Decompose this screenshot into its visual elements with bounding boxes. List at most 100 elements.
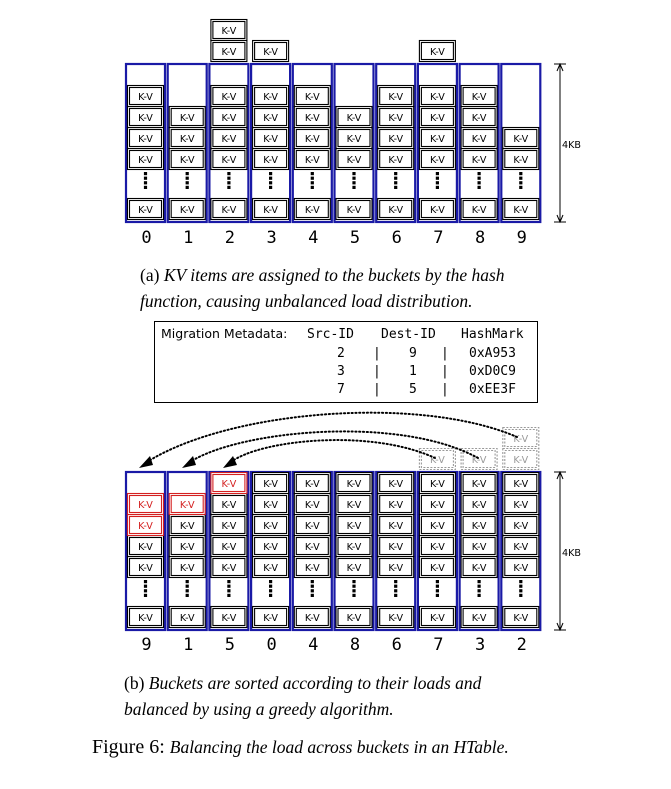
bottom-kv-item: K-V xyxy=(335,471,373,495)
bottom-kv-item: K-V xyxy=(293,534,331,558)
svg-text:K-V: K-V xyxy=(513,500,528,511)
svg-text:K-V: K-V xyxy=(222,613,237,624)
svg-text:K-V: K-V xyxy=(472,613,487,624)
svg-text:K-V: K-V xyxy=(513,521,528,532)
svg-text:K-V: K-V xyxy=(472,521,487,532)
top-size-arrow-down xyxy=(556,214,564,224)
row-1-sep1: | xyxy=(373,346,381,361)
svg-text:K-V: K-V xyxy=(180,521,195,532)
bottom-kv-item: K-V xyxy=(210,605,248,629)
svg-text:K-V: K-V xyxy=(138,205,153,216)
top-kv-item: K-V xyxy=(502,147,540,171)
top-overflow-kv-item: K-V xyxy=(418,39,456,63)
svg-text:K-V: K-V xyxy=(472,134,487,145)
bottom-kv-item: K-V xyxy=(293,492,331,516)
top-kv-item: K-V xyxy=(252,147,290,171)
top-kv-item: K-V xyxy=(293,84,331,108)
top-ellipsis xyxy=(185,172,189,189)
svg-text:K-V: K-V xyxy=(388,613,403,624)
svg-text:K-V: K-V xyxy=(138,563,153,574)
bottom-kv-item: K-V xyxy=(377,534,415,558)
bottom-ellipsis xyxy=(227,580,231,597)
top-kv-item: K-V xyxy=(126,147,165,171)
top-overflow-kv-item: K-V xyxy=(210,39,248,63)
bottom-kv-item: K-V xyxy=(335,555,373,579)
bottom-kv-item: K-V xyxy=(460,534,498,558)
top-kv-item: K-V xyxy=(335,105,373,129)
top-bucket-label: 9 xyxy=(517,228,527,248)
svg-text:K-V: K-V xyxy=(222,26,237,37)
top-kv-item: K-V xyxy=(252,126,290,150)
bottom-kv-item: K-V xyxy=(210,471,248,495)
bottom-ellipsis xyxy=(352,580,356,597)
bottom-bucket-label: 4 xyxy=(308,635,318,655)
bottom-kv-item: K-V xyxy=(335,513,373,537)
caption-b-line1: Buckets are sorted according to their lo… xyxy=(148,673,482,693)
top-kv-item: K-V xyxy=(335,147,373,171)
svg-text:K-V: K-V xyxy=(222,134,237,145)
bottom-ellipsis xyxy=(143,580,148,597)
metadata-title: Migration Metadata: xyxy=(161,326,288,341)
bottom-kv-item: K-V xyxy=(126,534,165,558)
top-size-arrow-up xyxy=(556,62,564,72)
row-3-sep1: | xyxy=(373,382,381,397)
bottom-kv-item: K-V xyxy=(335,492,373,516)
top-kv-item: K-V xyxy=(377,197,415,221)
bottom-size-arrow-down xyxy=(556,622,564,632)
svg-text:K-V: K-V xyxy=(347,521,362,532)
svg-text:K-V: K-V xyxy=(305,613,320,624)
bottom-ellipsis xyxy=(310,580,314,597)
svg-text:K-V: K-V xyxy=(138,542,153,553)
svg-text:K-V: K-V xyxy=(138,500,153,511)
svg-text:K-V: K-V xyxy=(263,563,278,574)
svg-text:K-V: K-V xyxy=(222,500,237,511)
bottom-kv-item: K-V xyxy=(377,513,415,537)
top-bucket-frame xyxy=(166,62,208,224)
bottom-bucket-label: 6 xyxy=(392,635,402,655)
bottom-kv-item: K-V xyxy=(502,605,540,629)
row-2-sep1: | xyxy=(373,364,381,379)
top-ellipsis xyxy=(477,172,481,189)
svg-text:K-V: K-V xyxy=(472,479,487,490)
bottom-ellipsis xyxy=(269,580,273,597)
top-bucket-frame xyxy=(416,62,458,224)
bottom-kv-item: K-V xyxy=(502,534,540,558)
row-1-mark: 0xA953 xyxy=(469,346,516,361)
top-bucket-1 xyxy=(166,62,208,224)
bottom-bucket-1 xyxy=(166,470,208,632)
svg-text:K-V: K-V xyxy=(222,113,237,124)
top-bucket-frame xyxy=(208,62,250,224)
bottom-kv-item: K-V xyxy=(252,471,290,495)
bottom-kv-item: K-V xyxy=(502,471,540,495)
svg-text:K-V: K-V xyxy=(180,613,195,624)
svg-text:K-V: K-V xyxy=(472,455,487,466)
svg-text:K-V: K-V xyxy=(430,205,445,216)
svg-text:K-V: K-V xyxy=(513,479,528,490)
top-bucket-frame xyxy=(500,62,542,224)
row-2-dest: 1 xyxy=(409,364,417,379)
svg-text:K-V: K-V xyxy=(472,92,487,103)
bottom-kv-item: K-V xyxy=(252,555,290,579)
bottom-kv-item: K-V xyxy=(293,471,331,495)
svg-text:K-V: K-V xyxy=(513,205,528,216)
svg-text:K-V: K-V xyxy=(180,205,195,216)
bottom-kv-item: K-V xyxy=(377,471,415,495)
bottom-size-arrow-up xyxy=(556,470,564,480)
top-ellipsis xyxy=(394,172,398,189)
caption-b-tag: (b) xyxy=(124,673,145,693)
svg-text:K-V: K-V xyxy=(430,134,445,145)
caption-a: (a) KV items are assigned to the buckets… xyxy=(140,262,505,314)
svg-text:K-V: K-V xyxy=(180,113,195,124)
row-3-mark: 0xEE3F xyxy=(469,382,516,397)
top-bucket-label: 2 xyxy=(225,228,235,248)
top-bucket-8 xyxy=(458,62,500,224)
svg-text:K-V: K-V xyxy=(305,155,320,166)
top-kv-item: K-V xyxy=(126,84,165,108)
header-hashmark: HashMark xyxy=(461,327,524,342)
bottom-bucket-label: 5 xyxy=(225,635,235,655)
svg-text:K-V: K-V xyxy=(138,613,153,624)
svg-text:K-V: K-V xyxy=(430,521,445,532)
bottom-kv-item: K-V xyxy=(460,555,498,579)
top-kv-item: K-V xyxy=(252,84,290,108)
top-kv-item: K-V xyxy=(293,147,331,171)
